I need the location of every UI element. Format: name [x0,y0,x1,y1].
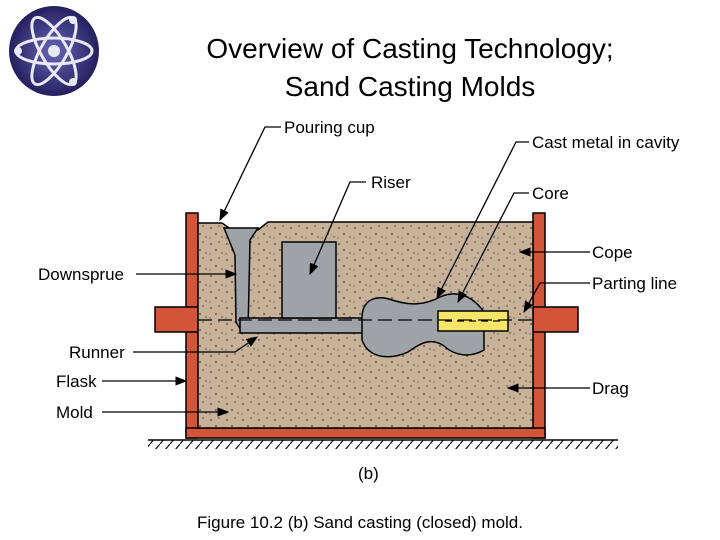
cast-metal-cavity [361,293,485,358]
label-pouring-cup: Pouring cup [284,118,375,137]
label-parting-line: Parting line [592,274,677,293]
ground [148,439,618,449]
slide-title-line-2: Sand Casting Molds [284,71,536,102]
label-cope: Cope [592,243,633,262]
label-figure-part: (b) [358,464,379,483]
label-drag: Drag [592,379,629,398]
figure-caption: Figure 10.2 (b) Sand casting (closed) mo… [197,513,523,532]
label-downsprue: Downsprue [38,265,124,284]
label-runner: Runner [69,343,125,362]
slide-title-line-1: Overview of Casting Technology; [206,33,614,64]
atom-logo-icon [9,6,99,96]
label-flask: Flask [56,372,97,391]
label-riser: Riser [371,173,411,192]
label-mold: Mold [56,403,93,422]
flask [154,212,579,439]
label-core: Core [532,184,569,203]
label-cast-metal-in-cavity: Cast metal in cavity [532,133,680,152]
riser [281,241,337,319]
leader-lines [102,126,590,417]
